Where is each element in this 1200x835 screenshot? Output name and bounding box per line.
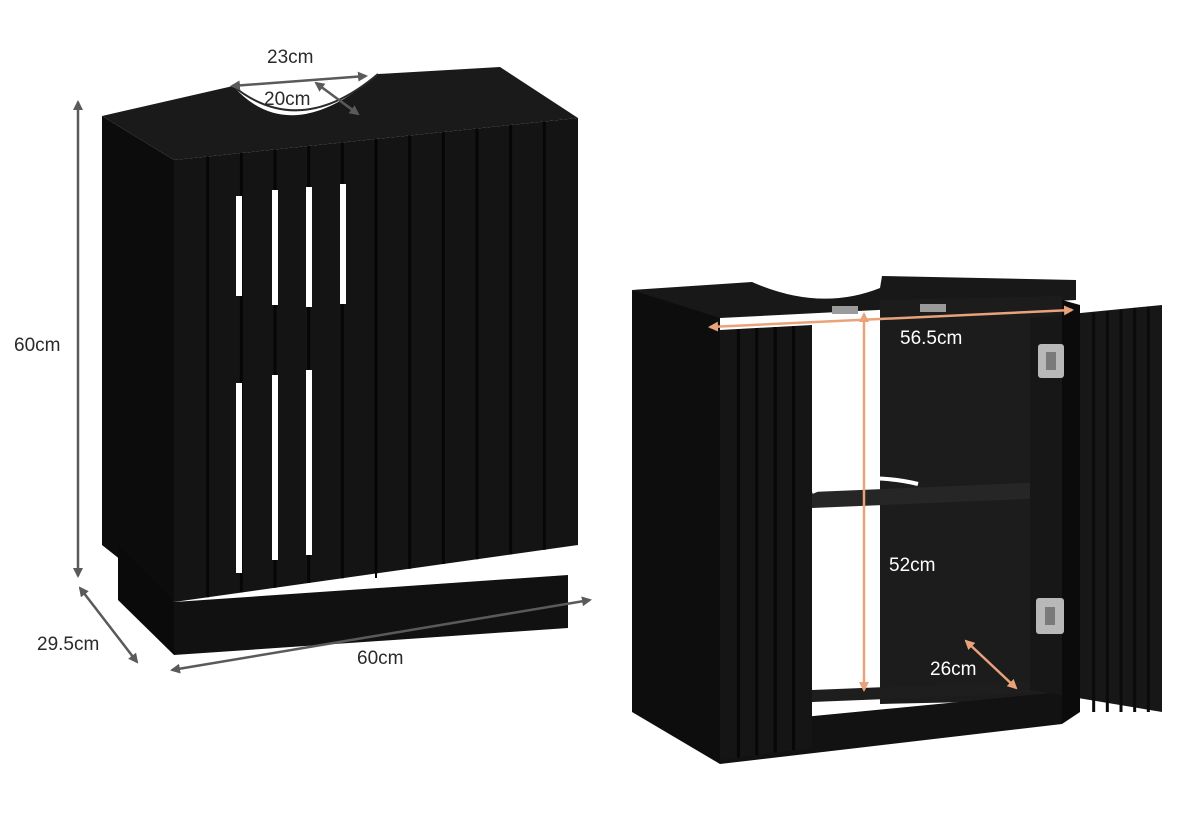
interior-opening-upper: [812, 318, 880, 494]
width-arrow: [170, 596, 592, 674]
right-door-edge: [1062, 300, 1080, 724]
top-bracket: [920, 304, 946, 312]
middle-shelf: [812, 482, 1050, 508]
cabinet-side-panel: [102, 116, 174, 602]
height-label: 60cm: [14, 335, 60, 356]
vent-slot: [340, 184, 346, 304]
open-cabinet-side-panel: [632, 290, 720, 764]
depth-arrow: [78, 586, 139, 664]
top-depth-arrow: [314, 81, 360, 116]
depth-label: 29.5cm: [37, 634, 99, 655]
closed-cabinet-dimensions: 23cm 20cm 60cm 29.5cm 60cm: [14, 47, 592, 674]
inner-width-label: 56.5cm: [900, 328, 962, 349]
hinge-lower: [1036, 598, 1064, 634]
inner-width-arrow: [708, 305, 1074, 332]
right-door-slats: [1092, 306, 1150, 712]
vent-slot: [306, 370, 312, 555]
top-width-arrow: [230, 71, 368, 91]
open-cabinet-dimensions: 56.5cm 52cm 26cm: [708, 305, 1074, 692]
hinge-upper: [1038, 344, 1064, 378]
inner-depth-label: 26cm: [930, 659, 976, 680]
closed-cabinet: [102, 67, 578, 655]
inner-height-label: 52cm: [889, 555, 935, 576]
inner-depth-arrow: [964, 639, 1018, 690]
left-open-door: [720, 325, 812, 760]
vent-slot: [306, 187, 312, 307]
vent-slot: [272, 375, 278, 560]
top-width-label: 23cm: [267, 47, 313, 68]
open-cabinet: [632, 276, 1162, 764]
vent-slot: [236, 196, 242, 296]
cabinet-plinth-side: [118, 545, 174, 655]
vent-slot: [272, 190, 278, 305]
top-bracket: [832, 306, 858, 314]
vent-slot: [236, 383, 242, 573]
left-door-slats: [736, 326, 796, 758]
width-label: 60cm: [357, 648, 403, 669]
top-depth-label: 20cm: [264, 89, 310, 110]
interior-opening-lower: [812, 505, 880, 690]
